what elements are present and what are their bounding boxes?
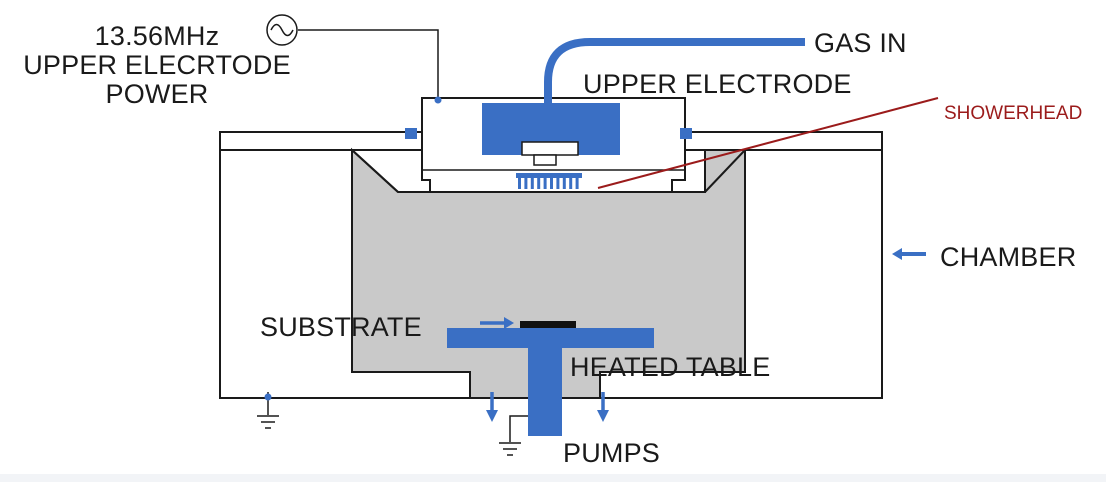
showerhead-nozzle — [569, 177, 573, 189]
showerhead-pointer — [597, 97, 939, 189]
rf-power-line2-text: POWER — [105, 79, 209, 110]
seal-left — [405, 128, 417, 139]
rf-frequency-text: 13.56MHz — [94, 21, 220, 51]
rf-power-line1-text: UPPER ELECRTODE — [23, 50, 291, 81]
showerhead-neck — [533, 154, 557, 166]
upper-electrode-label: UPPER ELECTRODE — [583, 69, 852, 99]
rf-power-label: 13.56MHz UPPER ELECRTODE POWER — [12, 21, 302, 110]
pumps-label: PUMPS — [563, 438, 661, 468]
cavity-bevel-right — [704, 149, 746, 193]
showerhead-nozzles — [516, 173, 582, 189]
rf-feed-point — [434, 96, 442, 104]
ground-icon — [257, 415, 279, 429]
seal-right — [680, 128, 692, 139]
table-ground-wire — [509, 415, 528, 442]
showerhead-nozzle — [556, 177, 560, 189]
showerhead-nozzle — [562, 177, 566, 189]
gas-in-label: GAS IN — [814, 28, 907, 58]
showerhead-nozzle — [524, 177, 528, 189]
ac-source-icon — [266, 14, 298, 46]
showerhead-nozzle — [537, 177, 541, 189]
showerhead-plate — [516, 173, 582, 178]
heated-table-label: HEATED TABLE — [570, 352, 771, 382]
rf-power-line — [298, 29, 439, 100]
substrate-wafer — [520, 321, 576, 328]
ground-icon — [499, 442, 521, 456]
heated-table-top — [447, 328, 654, 348]
showerhead-fitting — [521, 141, 579, 156]
showerhead-nozzle — [543, 177, 547, 189]
chamber-arrow-head — [892, 248, 902, 260]
showerhead-nozzle — [575, 177, 579, 189]
heated-table-stem — [528, 348, 562, 436]
cavity-bevel-left — [351, 149, 399, 193]
pump-arrow-right-head — [597, 410, 609, 422]
substrate-label: SUBSTRATE — [260, 312, 422, 342]
showerhead-nozzle — [550, 177, 553, 189]
substrate-arrow-head — [504, 317, 514, 329]
chamber-label: CHAMBER — [940, 242, 1077, 272]
showerhead-label: SHOWERHEAD — [944, 103, 1083, 124]
showerhead-nozzle — [518, 177, 521, 189]
showerhead-nozzle — [530, 177, 534, 189]
chamber-ground-point — [264, 393, 272, 401]
bottom-edge-strip — [0, 474, 1106, 482]
pump-arrow-left-head — [486, 410, 498, 422]
gas-inlet-pipe — [544, 38, 805, 158]
